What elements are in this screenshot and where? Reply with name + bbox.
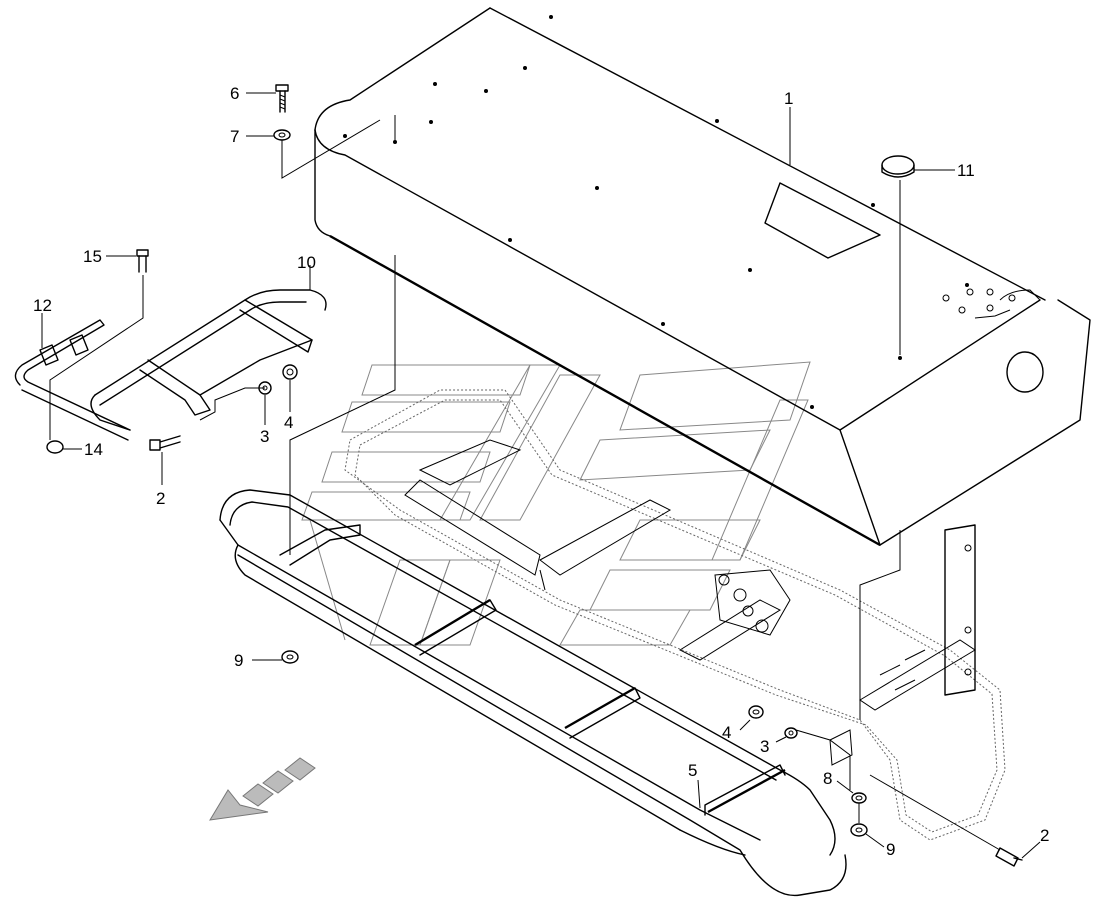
cover-part-1 <box>314 7 1091 547</box>
guard-part-5 <box>219 489 847 897</box>
callout-12: 12 <box>33 296 52 315</box>
callout-15: 15 <box>83 247 102 266</box>
callout-6: 6 <box>230 84 239 103</box>
knob-part-11 <box>881 155 955 355</box>
watermark-logo-icon <box>301 361 811 646</box>
callout-5: 5 <box>688 761 697 780</box>
callout-9-right: 9 <box>886 840 895 859</box>
callout-labels: 1 6 7 11 15 10 12 14 3 4 2 9 4 3 5 8 9 2 <box>33 84 1049 859</box>
callout-2-right: 2 <box>1040 826 1049 845</box>
nut-washer-part-4-3 <box>739 705 851 790</box>
callout-3-right: 3 <box>760 737 769 756</box>
callout-11: 11 <box>957 161 975 180</box>
callout-3-left: 3 <box>260 427 269 446</box>
bolt-part-2 <box>869 774 1041 867</box>
cover-mount-lines <box>289 115 901 720</box>
bracket-part-12 <box>14 249 149 454</box>
callout-7: 7 <box>230 127 239 146</box>
callout-8: 8 <box>823 769 832 788</box>
callout-1: 1 <box>784 89 793 108</box>
washer-nut-part-8-9 <box>836 780 885 848</box>
direction-arrow-icon <box>209 757 316 821</box>
callout-4-left: 4 <box>284 413 293 432</box>
nut-part-9 <box>252 650 299 664</box>
bolt-washer-part-6-7 <box>246 84 381 179</box>
callout-10: 10 <box>297 253 316 272</box>
callout-14: 14 <box>84 440 103 459</box>
callout-2-left: 2 <box>156 489 165 508</box>
callout-4-right: 4 <box>722 723 731 742</box>
guard-part-10 <box>90 265 327 485</box>
frame-assembly <box>344 389 1006 841</box>
callout-9-left: 9 <box>234 651 243 670</box>
